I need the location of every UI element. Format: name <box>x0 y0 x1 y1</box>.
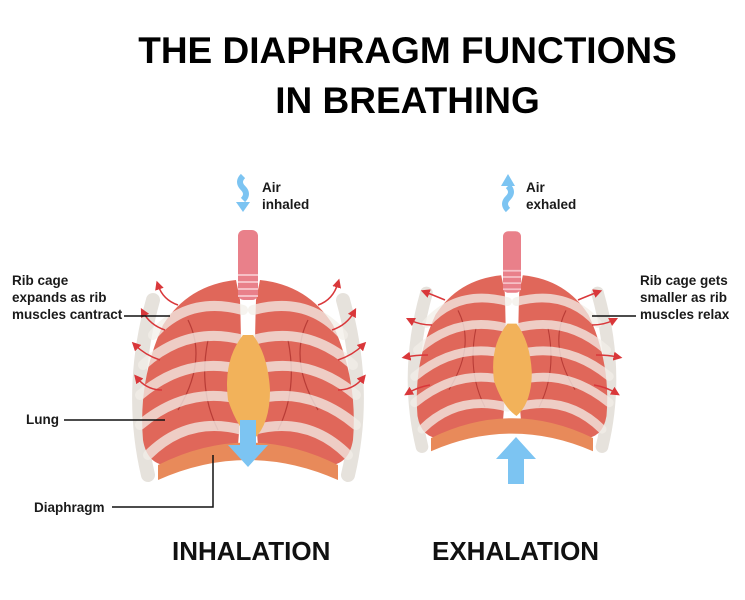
diaphragm-up-arrow-icon <box>496 437 536 484</box>
lung-label: Lung <box>26 412 59 427</box>
rib-expand-arrows-icon <box>131 278 367 391</box>
rib-label-line: muscles cantract <box>12 307 123 322</box>
air-inhaled-arrowhead-icon <box>236 202 250 212</box>
rib-contract-arrows-icon <box>401 289 623 396</box>
rib-label-line: Rib cage gets <box>640 273 728 288</box>
diaphragm-label-leader-line <box>112 455 214 508</box>
title-line-1: THE DIAPHRAGM FUNCTIONS <box>138 30 677 71</box>
rib-label-line: muscles relax <box>640 307 730 322</box>
air-exhaled-arrow-icon <box>502 183 514 213</box>
rib-label-line: expands as rib <box>12 290 107 305</box>
air-inhaled-label: Air inhaled <box>262 179 309 213</box>
exhalation-caption: EXHALATION <box>432 536 600 566</box>
air-label: Air <box>526 180 545 195</box>
rib-label-line: smaller as rib <box>640 290 728 305</box>
air-label: Air <box>262 180 281 195</box>
rib-cage-smaller-label: Rib cage gets smaller as rib muscles rel… <box>640 272 729 323</box>
rib-cage-expands-label: Rib cage expands as rib muscles cantract <box>12 272 122 323</box>
inhaled-label: inhaled <box>262 197 310 212</box>
title-line-2: IN BREATHING <box>275 80 540 121</box>
inhalation-caption: INHALATION <box>172 536 331 566</box>
air-exhaled-arrowhead-icon <box>501 174 515 186</box>
air-exhaled-label: Air exhaled <box>526 179 576 213</box>
exhalation-lungs <box>414 231 610 451</box>
exhaled-label: exhaled <box>526 197 577 212</box>
diaphragm-label: Diaphragm <box>34 500 105 515</box>
air-inhaled-arrow-icon <box>237 173 249 203</box>
diaphragm-down-arrow-icon <box>228 420 268 467</box>
rib-label-line: Rib cage <box>12 273 69 288</box>
